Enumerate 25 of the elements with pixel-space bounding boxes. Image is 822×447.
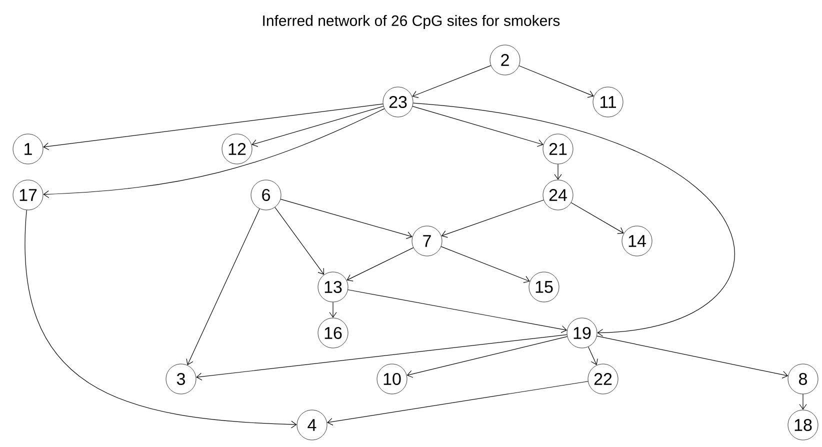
arrow	[412, 65, 492, 98]
arrow	[280, 198, 412, 239]
arrow	[43, 104, 384, 150]
arrow	[346, 247, 414, 282]
arrow	[596, 336, 788, 378]
arrow	[406, 336, 568, 378]
arrow	[554, 164, 562, 180]
arrow	[43, 108, 385, 198]
arrow	[799, 394, 807, 410]
chart-title: Inferred network of 26 CpG sites for smokers	[263, 15, 560, 29]
arrow	[327, 381, 588, 426]
arrow	[274, 206, 324, 275]
arrow	[348, 289, 568, 333]
arrow	[412, 102, 735, 337]
arrow	[24, 210, 297, 428]
arrow	[440, 246, 530, 283]
arrow	[196, 334, 568, 380]
arrow	[441, 200, 544, 238]
arrow	[329, 302, 337, 318]
arrow	[252, 106, 384, 147]
arrow	[518, 65, 594, 98]
arrow	[570, 202, 624, 234]
arrow	[412, 106, 544, 147]
arrow	[588, 346, 598, 366]
arrow	[186, 208, 260, 366]
